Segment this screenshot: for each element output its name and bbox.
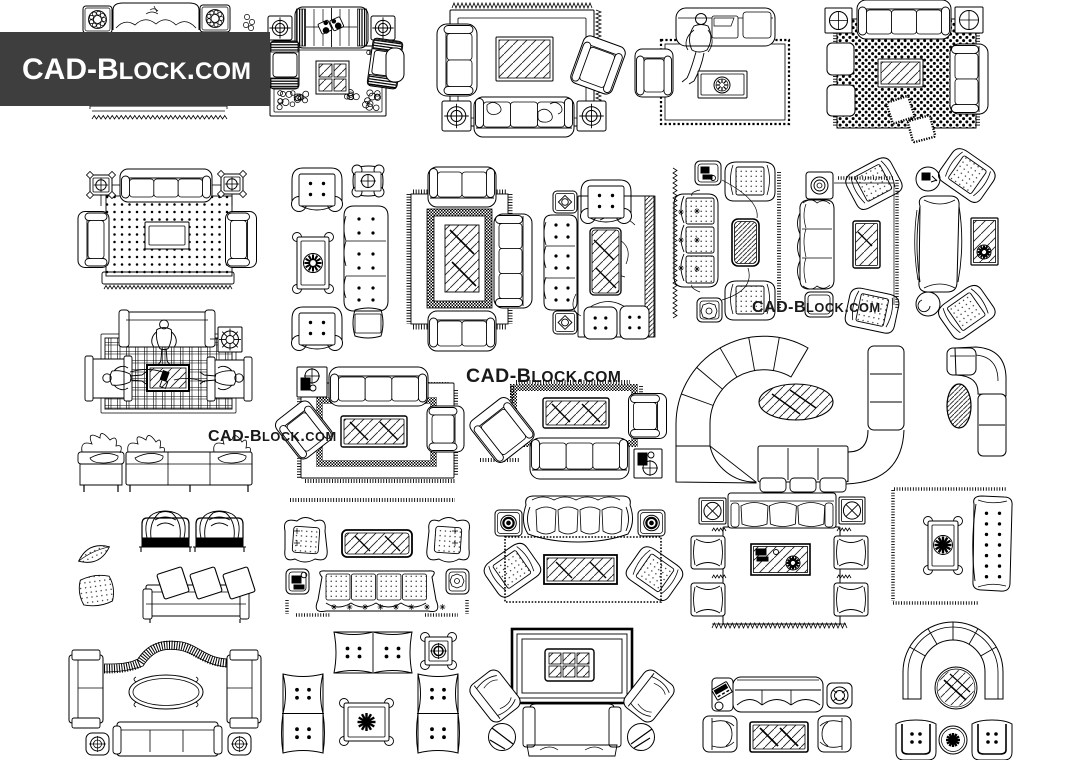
svg-text:CAD-BLOCK.COM: CAD-BLOCK.COM bbox=[466, 365, 621, 387]
svg-text:CAD-BLOCK.COM: CAD-BLOCK.COM bbox=[22, 53, 251, 86]
svg-text:CAD-BLOCK.COM: CAD-BLOCK.COM bbox=[208, 428, 337, 445]
svg-text:CAD-BLOCK.COM: CAD-BLOCK.COM bbox=[752, 299, 881, 316]
